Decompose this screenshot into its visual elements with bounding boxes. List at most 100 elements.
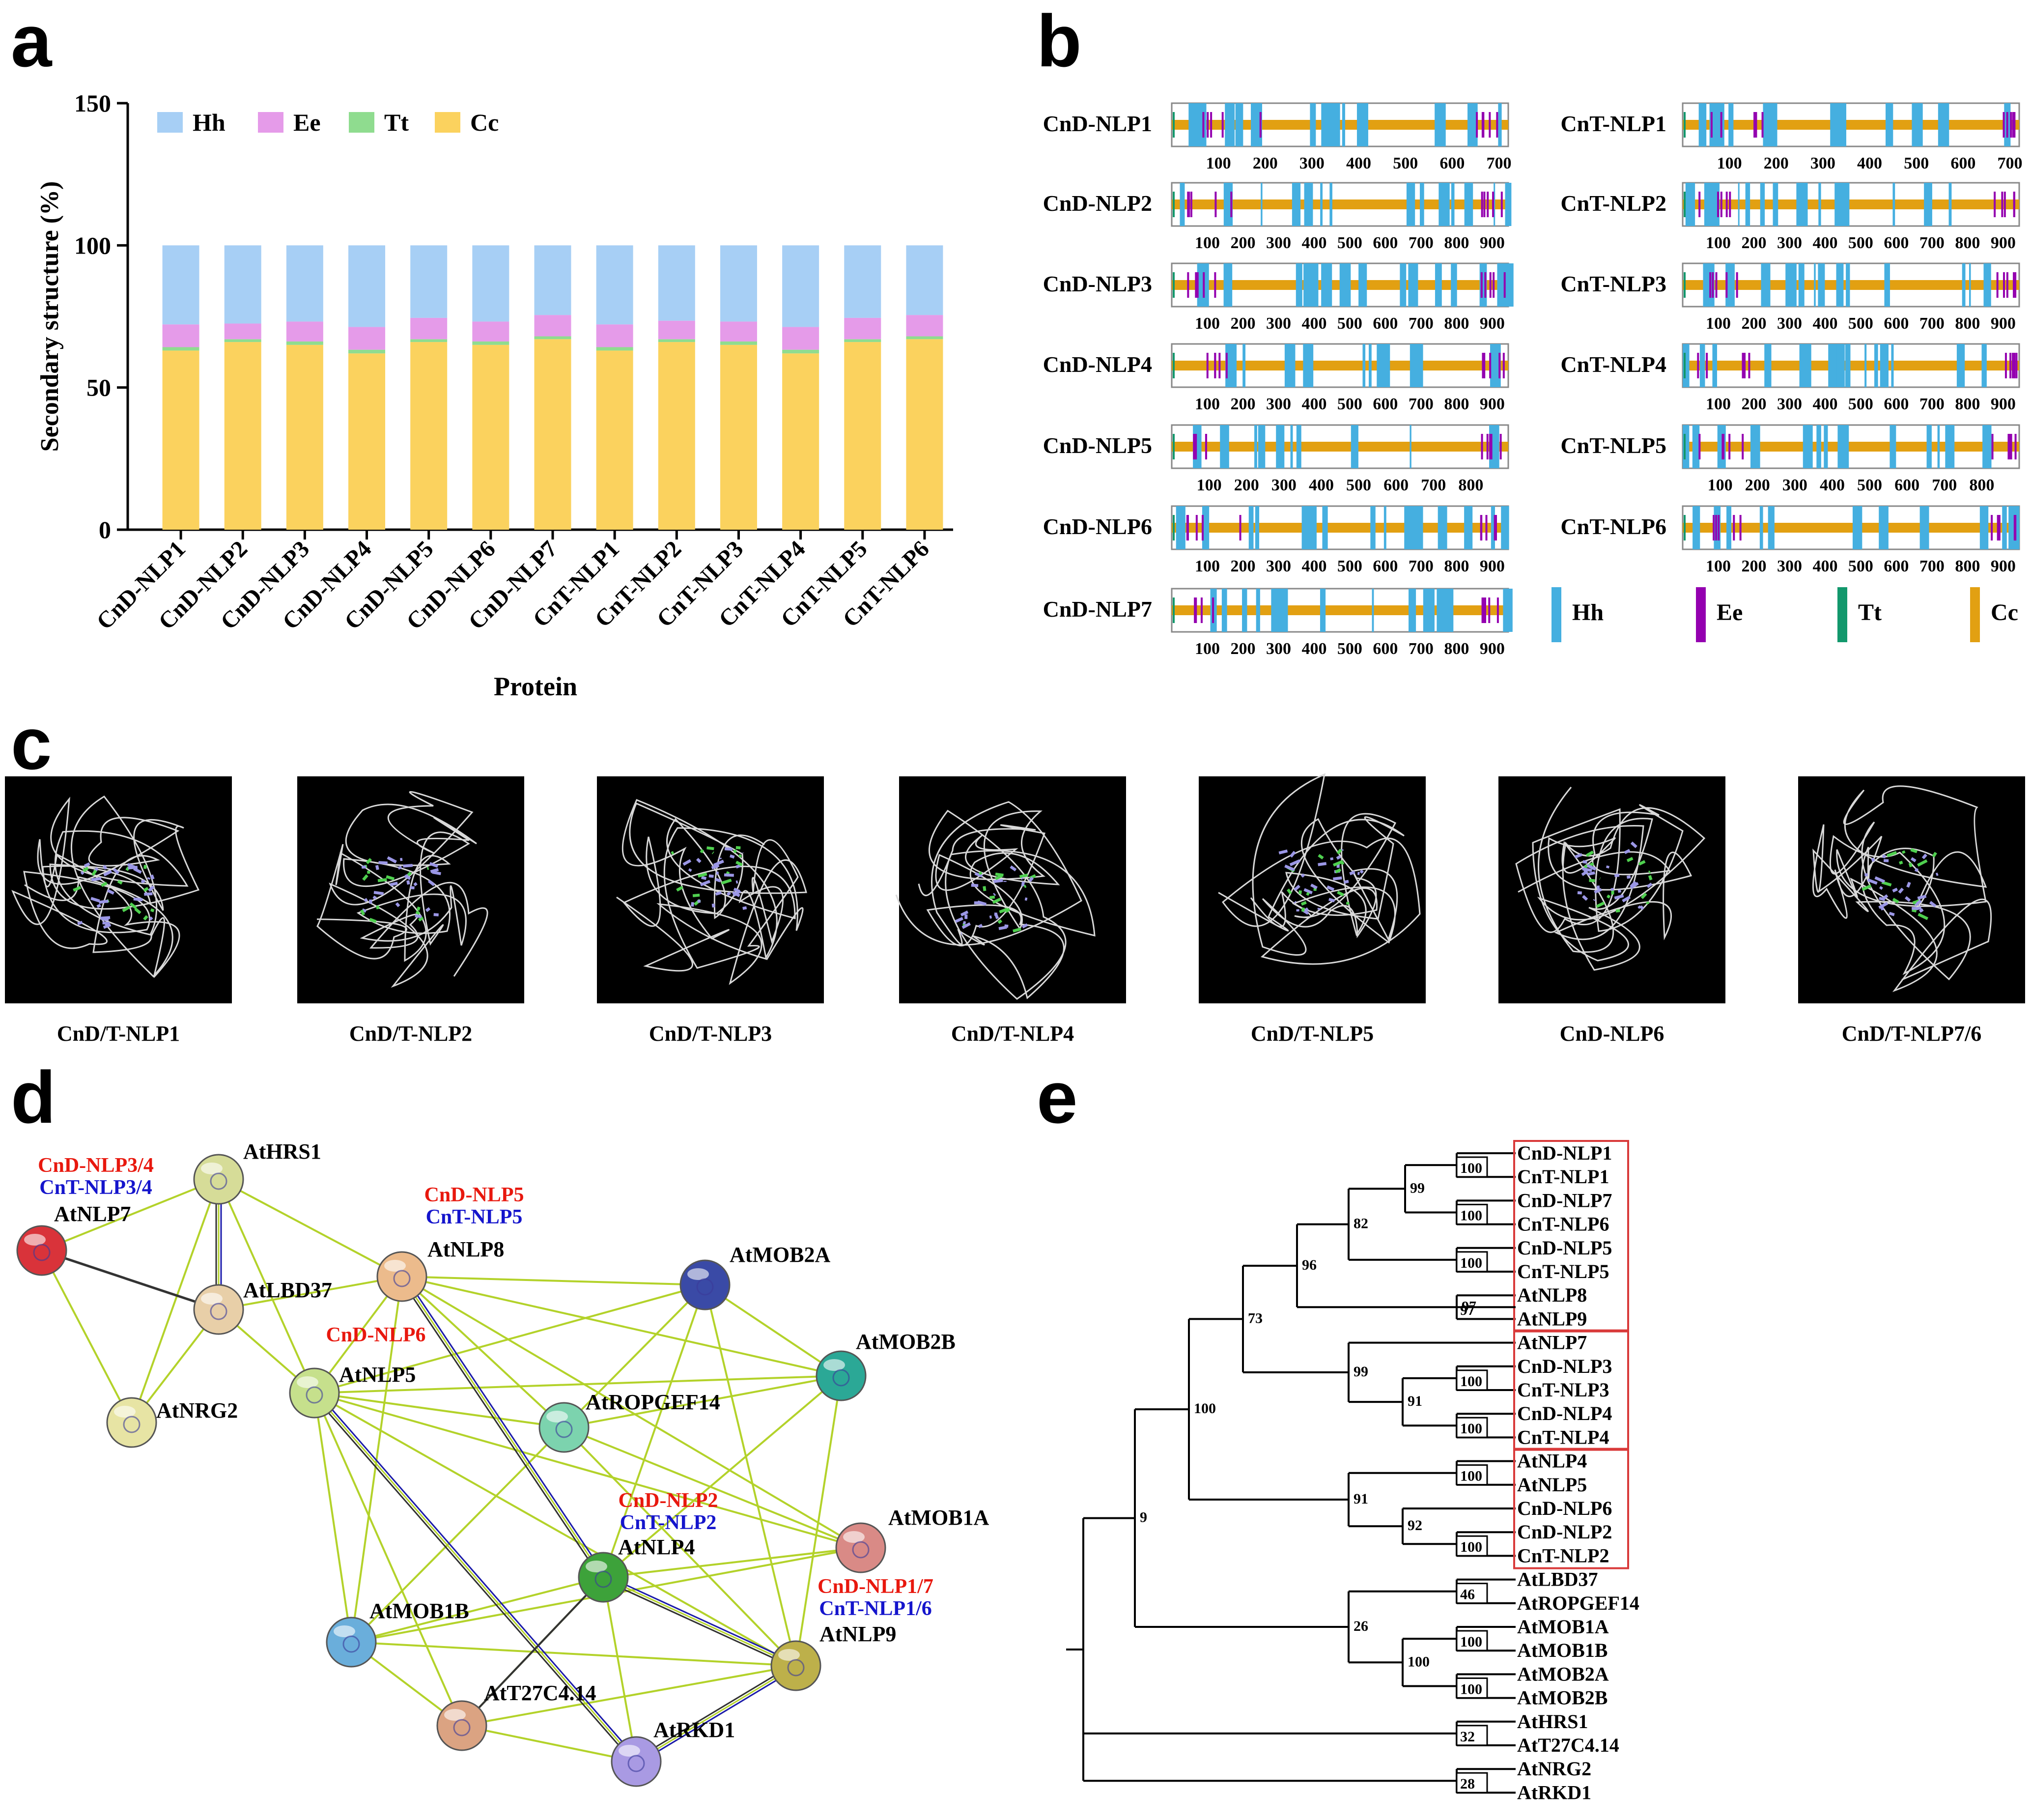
helix-block	[1304, 183, 1313, 226]
secondary-element	[676, 885, 683, 892]
position-tick-label: 600	[1884, 557, 1909, 575]
node-highlight	[586, 1561, 607, 1572]
bar-segment-ee	[410, 317, 448, 340]
position-tick-label: 400	[1812, 314, 1837, 333]
secondary-element	[1332, 860, 1344, 867]
node-label: AtT27C4.14	[484, 1681, 596, 1705]
position-tick-label: 200	[1234, 476, 1259, 494]
secondary-element	[103, 923, 112, 929]
structure-caption: CnD/T-NLP3	[649, 1022, 772, 1046]
secondary-element	[149, 916, 153, 921]
y-axis-label: Secondary structure (%)	[36, 181, 64, 452]
position-tick-label: 200	[1230, 640, 1255, 658]
helix-block	[1271, 589, 1281, 632]
position-tick-label: 200	[1741, 395, 1766, 413]
node-highlight	[778, 1649, 800, 1661]
helix-block	[1220, 425, 1229, 468]
secondary-element	[1596, 901, 1605, 908]
panel-e-phylogenetic-tree: CnD-NLP1CnT-NLP1CnD-NLP7CnT-NLP6CnD-NLP5…	[1066, 1140, 1639, 1803]
position-tick-label: 600	[1884, 234, 1909, 252]
bar-segment-tt	[720, 341, 757, 345]
protein-label: CnT-NLP4	[1560, 352, 1666, 377]
leaf-label: CnT-NLP2	[1517, 1544, 1609, 1566]
leaf-label: AtNRG2	[1517, 1758, 1591, 1780]
strand-mark	[1725, 192, 1728, 217]
strand-mark	[1744, 353, 1746, 378]
secondary-element	[999, 908, 1008, 913]
secondary-element	[993, 893, 996, 896]
position-tick-label: 400	[1857, 154, 1882, 172]
helix-block	[1383, 506, 1386, 549]
strand-mark	[1203, 272, 1205, 298]
secondary-element	[84, 862, 90, 868]
secondary-element	[1901, 850, 1906, 854]
helix-block	[1248, 506, 1254, 549]
homolog-annotation: CnT-NLP3/4	[39, 1176, 152, 1199]
interaction-edge	[563, 1426, 797, 1667]
strand-mark	[1739, 515, 1742, 540]
secondary-element	[700, 849, 704, 853]
helix-block	[1293, 183, 1301, 226]
helix-block	[1491, 506, 1495, 549]
secondary-element	[1871, 857, 1875, 862]
helix-block	[1982, 425, 1992, 468]
interaction-edge	[314, 1375, 842, 1394]
secondary-element	[134, 908, 141, 914]
secondary-element	[418, 916, 424, 922]
strand-mark	[1996, 272, 1999, 298]
secondary-element	[993, 879, 1003, 883]
strand-mark	[1492, 192, 1495, 217]
coil-band	[1683, 523, 2019, 533]
helix-block	[1498, 103, 1502, 146]
position-tick-label: 600	[1373, 640, 1398, 658]
interaction-edge-multi	[604, 1574, 797, 1664]
secondary-element	[415, 910, 421, 915]
position-tick-label: 500	[1346, 476, 1371, 494]
secondary-element	[113, 868, 120, 875]
legend-swatch-tt	[1837, 587, 1847, 642]
protein-label: CnT-NLP6	[1560, 514, 1666, 539]
bar-segment-ee	[224, 323, 261, 340]
secondary-element	[1336, 855, 1341, 860]
position-tick-label: 500	[1857, 476, 1882, 494]
secondary-element	[377, 878, 387, 882]
turn-mark	[1173, 597, 1175, 623]
protein-backbone	[1515, 787, 1706, 971]
secondary-element	[1630, 881, 1637, 888]
strand-mark	[1495, 515, 1497, 540]
bar-segment-tt	[658, 339, 695, 342]
strand-mark	[1496, 112, 1498, 138]
helix-block	[1303, 344, 1314, 387]
secondary-element	[1581, 870, 1588, 877]
position-tick-label: 400	[1812, 234, 1837, 252]
strand-mark	[1489, 353, 1492, 378]
helix-block	[1296, 425, 1301, 468]
helix-block	[1351, 425, 1358, 468]
interaction-edge	[461, 1665, 796, 1727]
bar-segment-hh	[348, 245, 386, 327]
leaf-label: AtNLP9	[1517, 1308, 1587, 1330]
secondary-element	[360, 909, 366, 916]
secondary-element	[427, 880, 435, 886]
legend-swatch-cc	[435, 112, 460, 133]
position-tick-label: 900	[1991, 314, 2016, 333]
node-structure-glyph	[342, 1635, 360, 1653]
secondary-element	[432, 871, 441, 876]
secondary-element	[1289, 851, 1296, 858]
position-tick-label: 800	[1955, 557, 1980, 575]
strand-mark	[1715, 515, 1718, 540]
position-tick-label: 100	[1717, 154, 1742, 172]
helix-block	[1435, 103, 1446, 146]
interaction-edge-multi	[634, 1663, 795, 1760]
helix-block	[1738, 183, 1740, 226]
secondary-element	[1648, 870, 1651, 874]
position-tick-label: 700	[1919, 234, 1945, 252]
interaction-edge-multi	[602, 1579, 795, 1669]
position-tick-label: 500	[1848, 557, 1873, 575]
secondary-element	[1646, 882, 1653, 888]
strand-mark	[2010, 112, 2012, 138]
bar-segment-cc	[658, 342, 695, 530]
position-tick-label: 200	[1230, 314, 1255, 333]
interaction-edge	[461, 1725, 637, 1763]
homolog-annotation: CnD-NLP6	[326, 1324, 425, 1346]
